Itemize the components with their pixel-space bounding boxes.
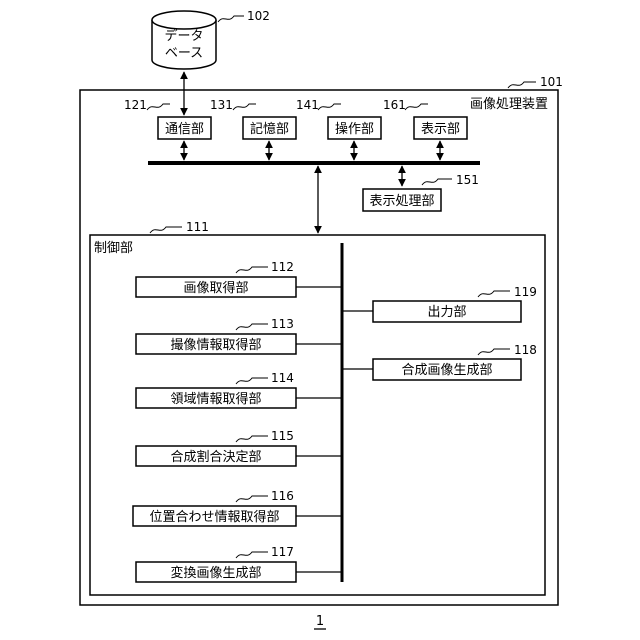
top-unit-operation: 操作部: [328, 117, 381, 139]
ref-118: 118: [514, 343, 537, 357]
database-label-line2: ベース: [165, 46, 203, 61]
database-label-line1: データ: [164, 28, 203, 44]
ref-121: 121: [124, 98, 147, 112]
ref-112: 112: [271, 260, 294, 274]
ref-leader-141: [318, 104, 341, 110]
converted-image-generation-label: 変換画像生成部: [170, 565, 261, 581]
left-unit-image-acquisition: 画像取得部: [136, 277, 296, 297]
communication-label: 通信部: [165, 122, 204, 137]
ref-117: 117: [271, 545, 294, 559]
alignment-info-acquisition-label: 位置合わせ情報取得部: [149, 509, 279, 525]
ref-161: 161: [383, 98, 406, 112]
ref-leader-115: [236, 436, 268, 442]
ref-119: 119: [514, 285, 537, 299]
left-unit-composition-ratio: 合成割合決定部: [136, 446, 296, 466]
database: データ ベース: [152, 11, 216, 69]
operation-label: 操作部: [335, 121, 374, 137]
ref-115: 115: [271, 429, 294, 443]
ref-113: 113: [271, 317, 294, 331]
top-unit-communication: 通信部: [158, 117, 211, 139]
right-unit-output: 出力部: [373, 301, 521, 322]
ref-leader-112: [236, 267, 268, 273]
region-info-acquisition-label: 領域情報取得部: [170, 391, 261, 407]
ref-131: 131: [210, 98, 233, 112]
display-processing-unit: 表示処理部: [363, 189, 441, 211]
ref-leader-102: [218, 16, 244, 22]
composite-image-generation-label: 合成画像生成部: [401, 363, 492, 378]
ref-leader-161: [405, 104, 428, 110]
composition-ratio-label: 合成割合決定部: [170, 449, 261, 465]
left-unit-alignment-info-acquisition: 位置合わせ情報取得部: [133, 506, 296, 526]
left-unit-region-info-acquisition: 領域情報取得部: [136, 388, 296, 408]
ref-leader-131: [233, 104, 256, 110]
top-unit-display: 表示部: [414, 117, 467, 139]
image-acquisition-label: 画像取得部: [183, 280, 248, 296]
ref-101: 101: [540, 75, 563, 89]
left-unit-converted-image-generation: 変換画像生成部: [136, 562, 296, 582]
imaging-info-acquisition-label: 撮像情報取得部: [170, 337, 261, 353]
ref-leader-117: [236, 552, 268, 558]
ref-151: 151: [456, 173, 479, 187]
ref-114: 114: [271, 371, 294, 385]
ref-102: 102: [247, 9, 270, 23]
ref-leader-121: [147, 104, 170, 110]
ref-leader-111: [150, 227, 182, 233]
display-processing-label: 表示処理部: [369, 194, 434, 209]
ref-leader-116: [236, 496, 268, 502]
ref-leader-101: [508, 82, 536, 88]
database-cylinder-top: [152, 11, 216, 29]
storage-label: 記憶部: [250, 121, 289, 137]
right-unit-composite-image-generation: 合成画像生成部: [373, 359, 521, 380]
left-unit-imaging-info-acquisition: 撮像情報取得部: [136, 334, 296, 354]
figure-number: 1: [316, 614, 324, 629]
ref-leader-119: [478, 291, 510, 297]
ref-111: 111: [186, 220, 209, 234]
ref-116: 116: [271, 489, 294, 503]
device-title: 画像処理装置: [470, 97, 548, 112]
ref-141: 141: [296, 98, 319, 112]
ref-leader-151: [422, 179, 452, 185]
ref-leader-118: [478, 349, 510, 355]
display-label: 表示部: [421, 122, 460, 137]
top-unit-storage: 記憶部: [243, 117, 296, 139]
ref-leader-113: [236, 324, 268, 330]
ref-leader-114: [236, 378, 268, 384]
control-title: 制御部: [94, 241, 133, 256]
output-label: 出力部: [427, 305, 466, 320]
